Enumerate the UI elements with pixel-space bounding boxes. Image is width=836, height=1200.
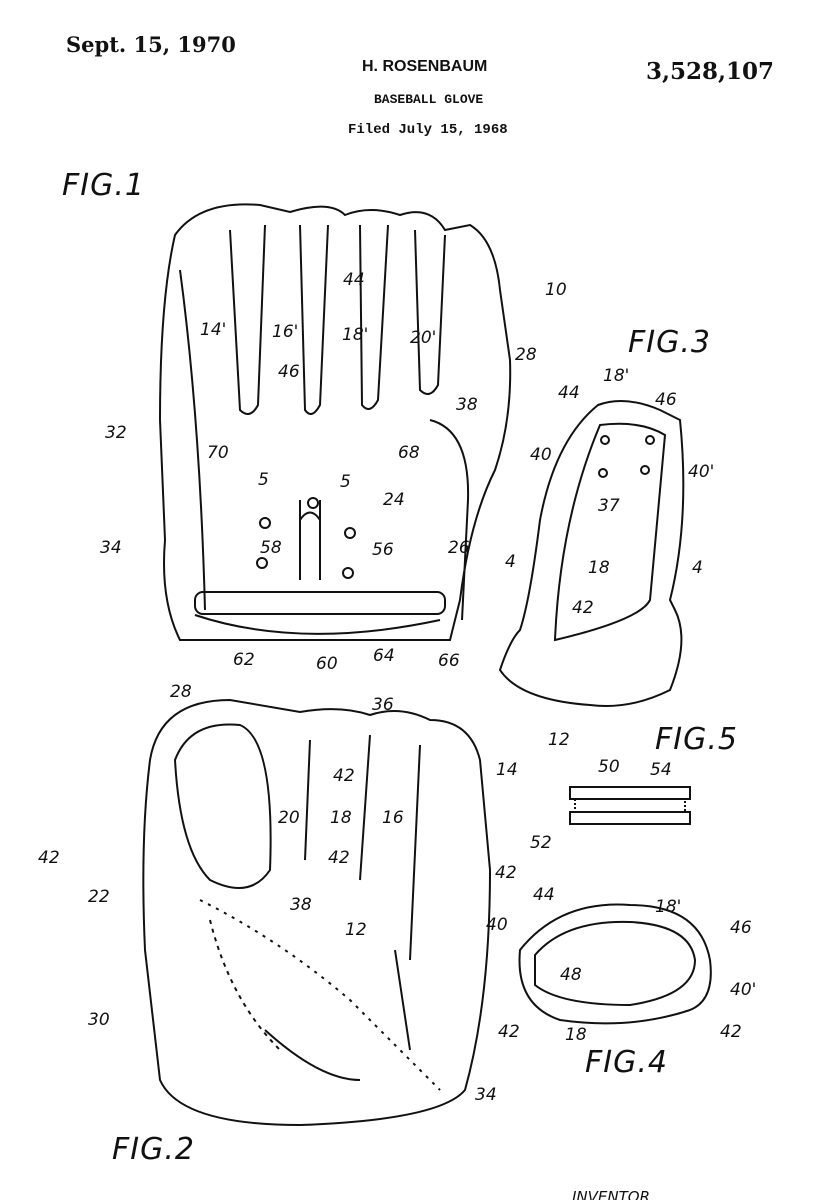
ref-numeral: 18' [603,366,630,386]
ref-numeral: 44 [343,270,365,290]
ref-numeral: 10 [545,280,567,300]
ref-numeral: 62 [233,650,255,670]
ref-numeral: 40' [688,462,715,482]
fig4-section [518,903,712,1025]
ref-numeral: 20 [278,808,300,828]
ref-numeral: 22 [88,887,110,907]
ref-numeral: 46 [730,918,752,938]
ref-numeral: 58 [260,538,282,558]
ref-numeral: 38 [456,395,478,415]
ref-numeral: 42 [572,598,594,618]
ref-numeral: 5 [258,470,269,490]
ref-numeral: 14' [200,320,227,340]
ref-numeral: 42 [328,848,350,868]
ref-numeral: 50 [598,757,620,777]
ref-numeral: 16 [382,808,404,828]
ref-numeral: 46 [655,390,677,410]
ref-numeral: 30 [88,1010,110,1030]
patent-number: 3,528,107 [646,58,775,85]
fig1-label: FIG.1 [62,168,145,203]
ref-numeral: 16' [272,322,299,342]
inventor-caption: INVENTOR [572,1188,650,1200]
ref-numeral: 40 [486,915,508,935]
ref-numeral: 42 [495,863,517,883]
ref-numeral: 42 [498,1022,520,1042]
ref-numeral: 44 [533,885,555,905]
ref-numeral: 18' [655,897,682,917]
ref-numeral: 54 [650,760,672,780]
ref-numeral: 56 [372,540,394,560]
patent-title: BASEBALL GLOVE [374,92,484,107]
ref-numeral: 5 [340,472,351,492]
fig4-label: FIG.4 [585,1045,668,1080]
ref-numeral: 64 [373,646,395,666]
ref-numeral: 40' [730,980,757,1000]
ref-numeral: 34 [100,538,122,558]
ref-numeral: 4 [505,552,516,572]
ref-numeral: 12 [345,920,367,940]
ref-numeral: 4 [692,558,703,578]
ref-numeral: 26 [448,538,470,558]
ref-numeral: 14 [496,760,518,780]
fig5-layer-top [569,786,691,800]
ref-numeral: 18 [588,558,610,578]
ref-numeral: 36 [372,695,394,715]
ref-numeral: 38 [290,895,312,915]
ref-numeral: 60 [316,654,338,674]
ref-numeral: 32 [105,423,127,443]
ref-numeral: 28 [515,345,537,365]
ref-numeral: 40 [530,445,552,465]
ref-numeral: 18 [330,808,352,828]
fig3-finger [498,400,685,707]
patent-date: Sept. 15, 1970 [66,32,236,57]
ref-numeral: 44 [558,383,580,403]
fig2-glove-outline [142,698,492,1127]
ref-numeral: 68 [398,443,420,463]
ref-numeral: 18 [565,1025,587,1045]
ref-numeral: 42 [333,766,355,786]
ref-numeral: 42 [38,848,60,868]
ref-numeral: 46 [278,362,300,382]
ref-numeral: 52 [530,833,552,853]
fig1-glove-outline [158,203,512,641]
inventor-name: H. ROSENBAUM [362,58,488,75]
fig5-layer-bottom [569,811,691,825]
filed-date: Filed July 15, 1968 [348,122,508,138]
ref-numeral: 28 [170,682,192,702]
ref-numeral: 12 [548,730,570,750]
ref-numeral: 34 [475,1085,497,1105]
fig3-label: FIG.3 [628,325,711,360]
ref-numeral: 42 [720,1022,742,1042]
ref-numeral: 66 [438,651,460,671]
fig5-label: FIG.5 [655,722,738,757]
ref-numeral: 20' [410,328,437,348]
ref-numeral: 18' [342,325,369,345]
ref-numeral: 24 [383,490,405,510]
ref-numeral: 48 [560,965,582,985]
ref-numeral: 70 [207,443,229,463]
ref-numeral: 37 [598,496,620,516]
fig2-label: FIG.2 [112,1132,195,1167]
